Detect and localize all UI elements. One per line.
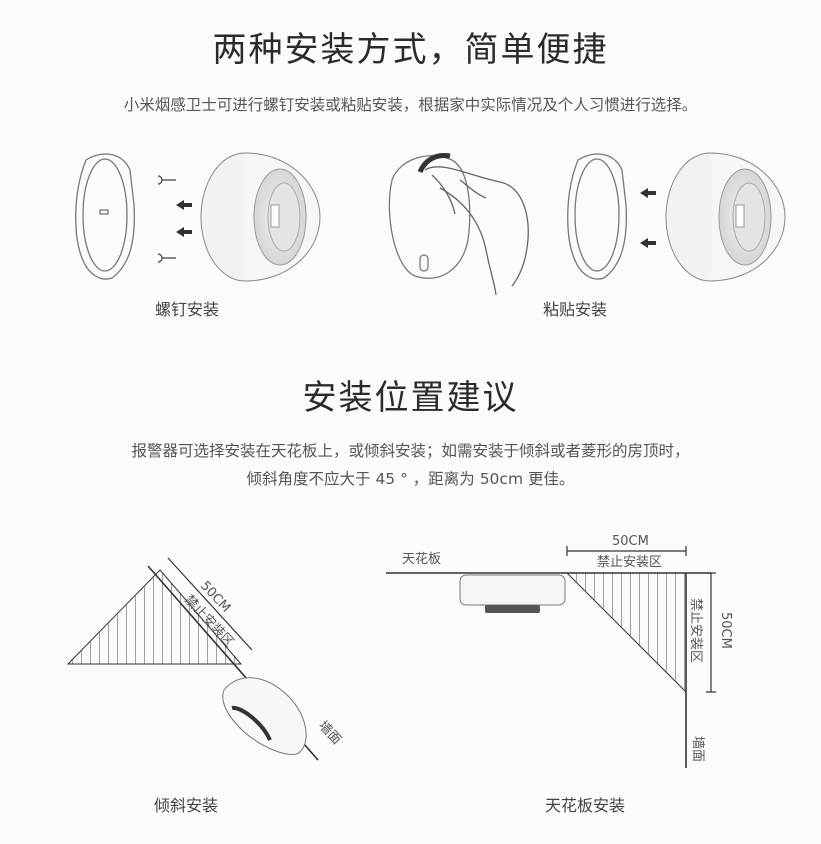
distance-label-horizontal: 50CM [612,534,649,549]
caption-screw-mount: 螺钉安装 [154,300,219,319]
description-line-1: 报警器可选择安装在天花板上，或倾斜安装；如需安装于倾斜或者菱形的房顶时， [131,442,690,460]
forbidden-zone-label-horizontal: 禁止安装区 [597,555,662,570]
installation-methods-description: 小米烟感卫士可进行螺钉安装或粘贴安装，根据家中实际情况及个人习惯进行选择。 [123,96,698,114]
dimension-lines [566,546,716,693]
forbidden-zone-ceiling [565,572,687,694]
arrow-left-icon [640,188,656,248]
smoke-detector-ceiling [459,574,566,613]
mounting-base-plate-2 [567,153,628,280]
wall-label-inclined: 墙面 [315,718,344,747]
ceiling-install-diagram [386,546,716,768]
inclined-install-diagram [66,557,319,761]
dimension-line [167,557,253,651]
screw-mount-illustration [75,152,321,282]
caption-adhesive-mount: 粘贴安装 [542,300,607,319]
adhesive-base-plate [388,155,471,279]
peel-arrow-icon [417,153,451,174]
section-title-location-suggestions: 安装位置建议 [302,378,519,418]
ceiling-label: 天花板 [402,551,441,567]
adhesive-mount-illustration [388,152,786,296]
mounting-base-plate [75,153,136,280]
forbidden-zone-inclined [66,569,243,665]
distance-label-vertical: 50CM [718,612,733,649]
location-suggestions-description: 报警器可选择安装在天花板上，或倾斜安装；如需安装于倾斜或者菱形的房顶时， 倾斜角… [0,437,821,493]
wall-label-ceiling: 墙面 [690,736,705,762]
section-title-installation-methods: 两种安装方式，简单便捷 [212,30,609,70]
screw-icon [157,175,176,263]
forbidden-zone-label-vertical: 禁止安装区 [688,598,703,663]
caption-inclined-install: 倾斜安装 [153,796,218,815]
smoke-detector-device-2 [665,152,786,282]
smoke-detector-inclined [222,677,307,755]
description-line-2: 倾斜角度不应大于 45 ° ，距离为 50cm 更佳。 [246,470,575,488]
smoke-detector-device [200,152,321,282]
hand-icon [424,166,529,296]
caption-ceiling-install: 天花板安装 [544,796,625,815]
arrow-left-icon [176,200,192,237]
